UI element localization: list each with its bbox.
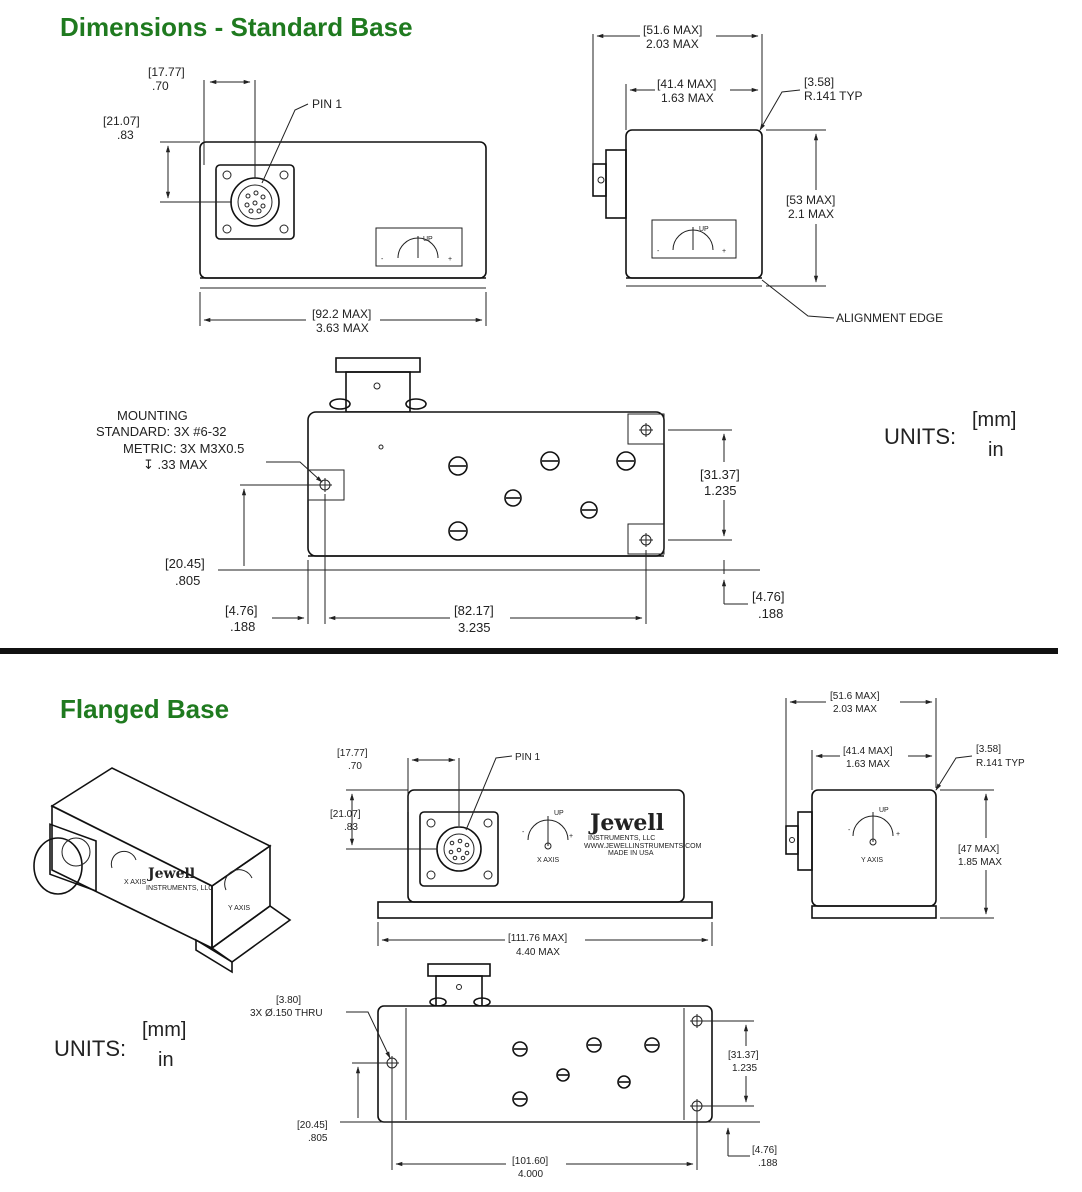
fl-thru-label: 3X Ø.150 THRU: [250, 1008, 323, 1019]
std-side-total-in: 2.03 MAX: [646, 37, 699, 51]
std-pin-w-in: .70: [152, 79, 169, 93]
std-pin-h-in: .83: [117, 128, 134, 142]
fl-pin-w-in: .70: [348, 761, 362, 772]
standard-base-title: Dimensions - Standard Base: [60, 12, 413, 42]
iso-logo: Jewell: [146, 866, 195, 882]
standard-bottom-view: [307, 357, 665, 557]
std-units-mm: [mm]: [972, 409, 1016, 431]
std-hole-span-in: 3.235: [458, 620, 491, 635]
flanged-side-view: UP - + Y AXIS: [785, 789, 937, 919]
std-edge-right-in: .188: [758, 606, 783, 621]
std-pin-h-mm: [21.07]: [103, 114, 140, 128]
fl-hole-left-mm: [20.45]: [297, 1120, 328, 1131]
std-pin1-label: PIN 1: [312, 97, 342, 111]
std-height-mm: [53 MAX]: [786, 193, 835, 207]
fl-side-total-mm: [51.6 MAX]: [830, 691, 880, 702]
std-edge-left-mm: [4.76]: [225, 603, 258, 618]
std-hole-left-mm: [20.45]: [165, 556, 205, 571]
fl-height-in: 1.85 MAX: [958, 857, 1002, 868]
std-radius-label: R.141 TYP: [804, 89, 862, 103]
std-edge-left-in: .188: [230, 619, 255, 634]
standard-front-view: UP - +: [199, 141, 487, 289]
iso-x-axis-label: X AXIS: [124, 879, 147, 886]
fl-edge-right-in: .188: [758, 1158, 778, 1169]
std-alignment-edge-label: ALIGNMENT EDGE: [836, 311, 943, 325]
fl-side-total-in: 2.03 MAX: [833, 704, 877, 715]
flanged-front-logo: Jewell: [588, 810, 664, 836]
flanged-front-minus: -: [522, 829, 525, 836]
fl-pin-h-in: .83: [344, 822, 358, 833]
std-hole-v-in: 1.235: [704, 483, 737, 498]
fl-hole-span-mm: [101.60]: [512, 1156, 548, 1167]
flanged-side-plus: +: [896, 831, 900, 838]
fl-hole-v-mm: [31.37]: [728, 1050, 759, 1061]
iso-logo-sub: INSTRUMENTS, LLC: [146, 885, 213, 892]
std-radius-mm: [3.58]: [804, 75, 834, 89]
fl-units-label: UNITS:: [54, 1036, 126, 1061]
flanged-front-logo-url: WWW.JEWELLINSTRUMENTS.COM: [584, 843, 702, 850]
fl-radius-label: R.141 TYP: [976, 758, 1025, 769]
std-hole-left-in: .805: [175, 573, 200, 588]
fl-side-body-mm: [41.4 MAX]: [843, 746, 893, 757]
mounting-label: MOUNTING: [117, 408, 188, 423]
fl-hole-left-in: .805: [308, 1133, 328, 1144]
std-length-in: 3.63 MAX: [316, 321, 369, 335]
flanged-front-logo-sub: INSTRUMENTS, LLC: [588, 835, 655, 842]
flanged-front-plus: +: [569, 833, 573, 840]
mounting-depth-label: ↧ .33 MAX: [143, 457, 208, 472]
fl-length-mm: [111.76 MAX]: [508, 933, 567, 944]
flanged-front-view: UP - + X AXIS Jewell INSTRUMENTS, LLC WW…: [377, 789, 713, 919]
fl-units-mm: [mm]: [142, 1019, 186, 1041]
mounting-metric-label: METRIC: 3X M3X0.5: [123, 441, 244, 456]
std-side-body-in: 1.63 MAX: [661, 91, 714, 105]
section-divider: [0, 648, 1058, 654]
std-hole-span-mm: [82.17]: [454, 603, 494, 618]
standard-front-up-label: UP: [423, 236, 433, 243]
fl-radius-mm: [3.58]: [976, 744, 1001, 755]
standard-side-minus: -: [657, 248, 660, 255]
fl-length-in: 4.40 MAX: [516, 947, 560, 958]
standard-front-plus: +: [448, 256, 452, 263]
std-pin-w-mm: [17.77]: [148, 65, 185, 79]
std-hole-v-mm: [31.37]: [700, 467, 740, 482]
fl-side-body-in: 1.63 MAX: [846, 759, 890, 770]
flanged-side-y-axis: Y AXIS: [861, 857, 883, 864]
flanged-base-title: Flanged Base: [60, 694, 229, 724]
fl-edge-right-mm: [4.76]: [752, 1145, 777, 1156]
flanged-front-x-axis: X AXIS: [537, 857, 560, 864]
flanged-bottom-view: [377, 963, 713, 1123]
std-side-body-mm: [41.4 MAX]: [657, 77, 716, 91]
iso-y-axis-label: Y AXIS: [228, 905, 250, 912]
mounting-standard-label: STANDARD: 3X #6-32: [96, 424, 227, 439]
flanged-front-up-label: UP: [554, 810, 564, 817]
flanged-side-minus: -: [848, 827, 851, 834]
flanged-side-up-label: UP: [879, 807, 889, 814]
flanged-front-made-in: MADE IN USA: [608, 850, 654, 857]
standard-side-up-label: UP: [699, 226, 709, 233]
fl-pin1-label: PIN 1: [515, 752, 540, 763]
fl-hole-span-in: 4.000: [518, 1169, 543, 1180]
std-units-in: in: [988, 439, 1004, 461]
flanged-isometric-view: X AXIS Jewell INSTRUMENTS, LLC Y AXIS: [33, 767, 292, 974]
fl-thru-dia: [3.80]: [276, 995, 301, 1006]
std-height-in: 2.1 MAX: [788, 207, 834, 221]
std-units-label: UNITS:: [884, 424, 956, 449]
standard-side-view: UP - +: [592, 129, 763, 287]
std-side-total-mm: [51.6 MAX]: [643, 23, 702, 37]
std-edge-right-mm: [4.76]: [752, 589, 785, 604]
fl-pin-h-mm: [21.07]: [330, 809, 361, 820]
std-length-mm: [92.2 MAX]: [312, 307, 371, 321]
fl-height-mm: [47 MAX]: [958, 844, 999, 855]
fl-pin-w-mm: [17.77]: [337, 748, 368, 759]
standard-front-minus: -: [381, 256, 384, 263]
fl-hole-v-in: 1.235: [732, 1063, 757, 1074]
fl-units-in: in: [158, 1049, 174, 1071]
standard-side-plus: +: [722, 248, 726, 255]
